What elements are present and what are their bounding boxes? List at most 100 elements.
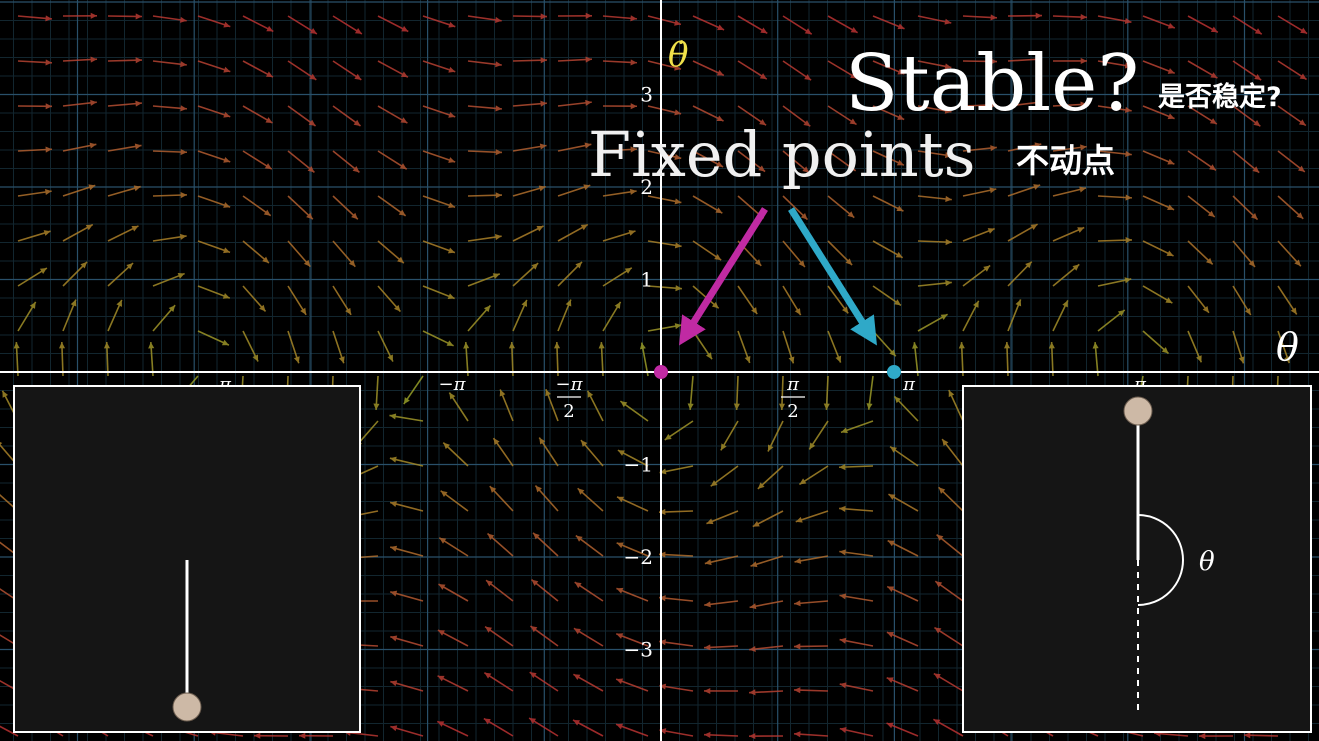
x-tick-label-denominator: 2 <box>563 401 574 422</box>
field-arrow <box>872 105 905 121</box>
field-arrow <box>934 626 964 647</box>
field-arrow <box>287 240 311 268</box>
field-arrow <box>377 105 408 124</box>
field-arrow <box>602 301 622 332</box>
field-arrow <box>62 184 96 197</box>
field-arrow <box>557 223 589 242</box>
field-arrow <box>422 285 455 300</box>
field-arrow <box>1097 309 1126 332</box>
field-arrow <box>823 375 830 411</box>
field-arrow <box>839 637 874 647</box>
field-arrow <box>390 590 424 602</box>
field-arrow <box>287 15 318 35</box>
field-arrow <box>932 718 964 737</box>
field-arrow <box>704 600 739 608</box>
field-arrow <box>467 304 491 332</box>
field-arrow <box>840 420 874 434</box>
field-arrow <box>557 142 592 152</box>
field-arrow <box>332 150 360 174</box>
field-arrow <box>1097 105 1132 113</box>
field-arrow <box>659 728 694 737</box>
field-arrow <box>557 184 591 197</box>
field-arrow <box>197 60 231 73</box>
field-arrow <box>782 330 795 364</box>
y-tick-label: 1 <box>640 268 653 292</box>
field-arrow <box>659 683 694 692</box>
field-arrow <box>602 188 637 197</box>
field-arrow <box>389 456 424 467</box>
field-arrow <box>1232 60 1262 81</box>
field-arrow <box>936 533 964 557</box>
field-arrow <box>647 285 682 292</box>
field-arrow <box>962 264 991 287</box>
field-arrow <box>602 229 636 242</box>
field-arrow <box>197 105 231 118</box>
field-arrow <box>1007 56 1042 63</box>
y-tick-label: −1 <box>624 453 653 477</box>
field-arrow <box>448 392 469 422</box>
field-arrow <box>17 15 52 22</box>
field-arrow <box>390 680 424 692</box>
field-arrow <box>1277 330 1291 364</box>
field-arrow <box>403 375 424 405</box>
field-arrow <box>512 185 546 197</box>
field-arrow <box>616 496 649 512</box>
field-arrow <box>619 400 649 422</box>
field-arrow <box>512 225 544 242</box>
field-arrow <box>422 330 454 347</box>
field-arrow <box>332 285 352 316</box>
field-arrow <box>62 56 97 63</box>
field-arrow <box>733 375 740 411</box>
field-arrow <box>933 672 964 692</box>
field-arrow <box>827 150 857 172</box>
field-arrow <box>616 542 649 557</box>
field-arrow <box>148 342 155 377</box>
field-arrow <box>750 555 784 568</box>
field-arrow <box>1198 732 1234 740</box>
field-arrow <box>557 12 593 19</box>
field-arrow <box>486 532 514 557</box>
field-arrow <box>242 60 274 78</box>
field-arrow <box>647 150 682 160</box>
field-arrow <box>687 375 694 410</box>
field-arrow <box>1142 240 1174 257</box>
field-arrow <box>1142 105 1175 120</box>
field-arrow <box>749 689 784 696</box>
field-arrow <box>489 485 514 512</box>
field-arrow <box>647 15 682 26</box>
field-arrow <box>1007 184 1041 197</box>
field-arrow <box>710 465 739 487</box>
field-arrow <box>737 105 767 126</box>
field-arrow <box>886 722 919 737</box>
field-arrow <box>917 280 952 287</box>
field-arrow <box>794 555 829 564</box>
unstable-pointer-arrow <box>788 207 877 346</box>
field-arrow <box>17 103 53 110</box>
angle-arc <box>1137 514 1184 606</box>
field-arrow <box>782 240 806 268</box>
field-arrow <box>889 445 919 467</box>
field-arrow <box>839 505 874 512</box>
field-arrow <box>615 678 649 692</box>
field-arrow <box>197 195 231 208</box>
field-arrow <box>389 413 424 422</box>
field-arrow <box>737 285 758 315</box>
field-arrow <box>827 240 853 266</box>
field-arrow <box>1007 261 1033 287</box>
field-arrow <box>1097 150 1132 157</box>
field-arrow <box>0 725 19 737</box>
field-arrow <box>934 580 964 602</box>
field-arrow <box>62 299 77 332</box>
field-arrow <box>577 487 604 512</box>
field-arrow <box>798 465 829 486</box>
fixed-points-title: Fixed points <box>588 118 975 191</box>
stable-fixed-point <box>654 365 668 379</box>
field-arrow <box>422 150 456 163</box>
field-arrow <box>692 240 722 261</box>
field-arrow <box>793 687 829 694</box>
field-arrow <box>574 581 604 602</box>
field-arrow <box>332 240 356 268</box>
field-arrow <box>422 195 456 209</box>
field-arrow <box>557 261 583 287</box>
field-arrow <box>442 442 469 467</box>
